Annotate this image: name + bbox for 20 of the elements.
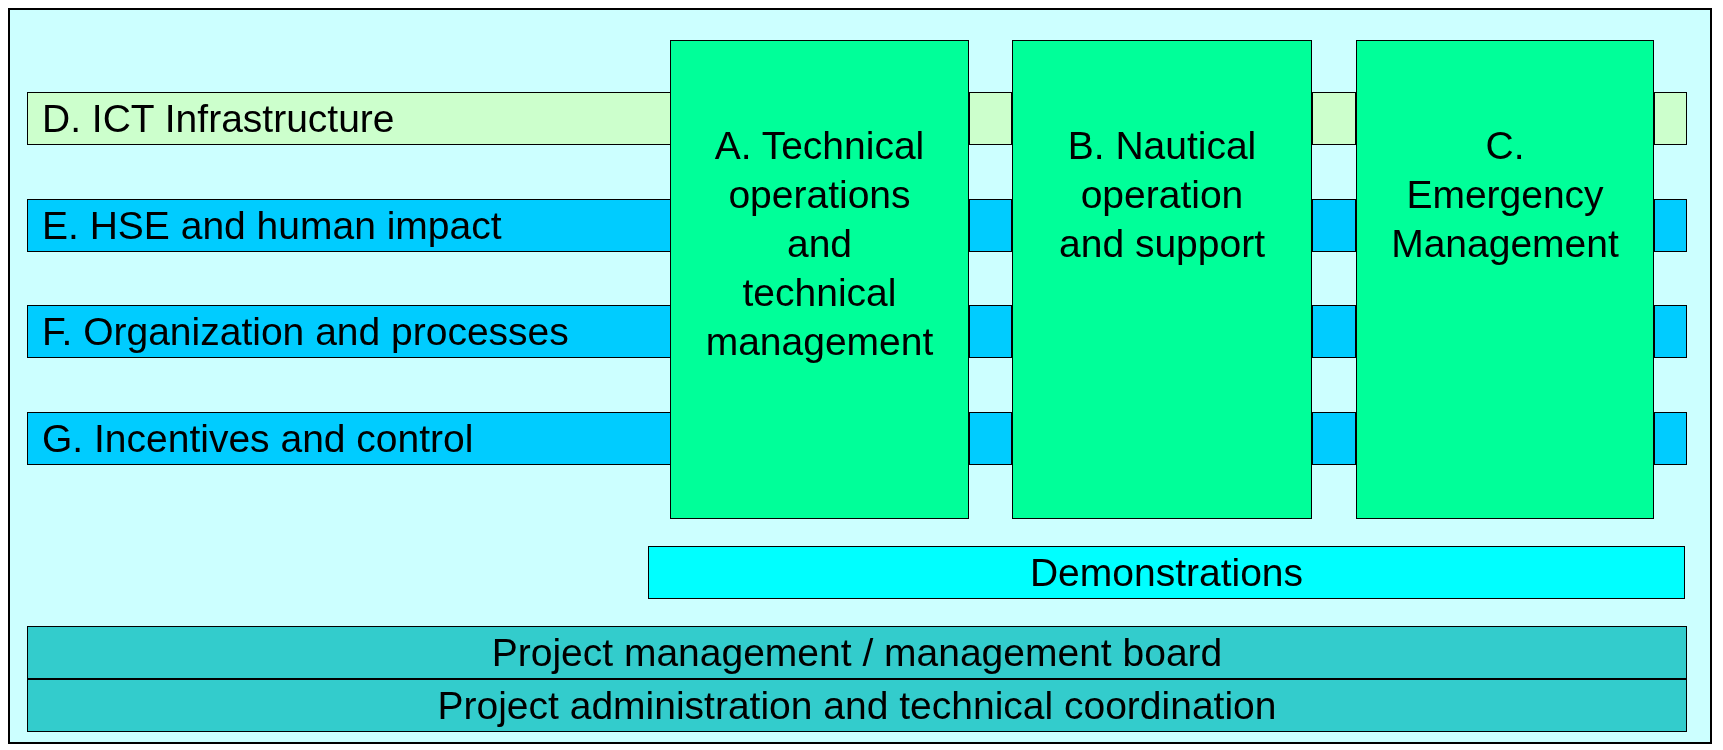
band-label: Project management / management board	[491, 630, 1223, 676]
band-label: G. Incentives and control	[42, 416, 474, 462]
box-title: B. Nautical operation and support	[1058, 123, 1266, 267]
band	[27, 412, 671, 465]
work-package-box	[670, 40, 969, 519]
band-label: Demonstrations	[1029, 550, 1304, 596]
band	[648, 546, 1685, 599]
box-title: C. Emergency Management	[1391, 123, 1619, 267]
band-label: F. Organization and processes	[42, 309, 569, 355]
band	[27, 305, 671, 358]
band	[27, 199, 671, 252]
box-title: A. Technical operations and technical management	[705, 123, 934, 365]
band	[27, 92, 671, 145]
work-package-box	[1356, 40, 1654, 519]
band	[27, 679, 1687, 732]
band-label: E. HSE and human impact	[42, 203, 502, 249]
band-label: D. ICT Infrastructure	[42, 96, 395, 142]
band-label: Project administration and technical coordination	[437, 683, 1277, 729]
band	[27, 626, 1687, 679]
work-package-box	[1012, 40, 1312, 519]
